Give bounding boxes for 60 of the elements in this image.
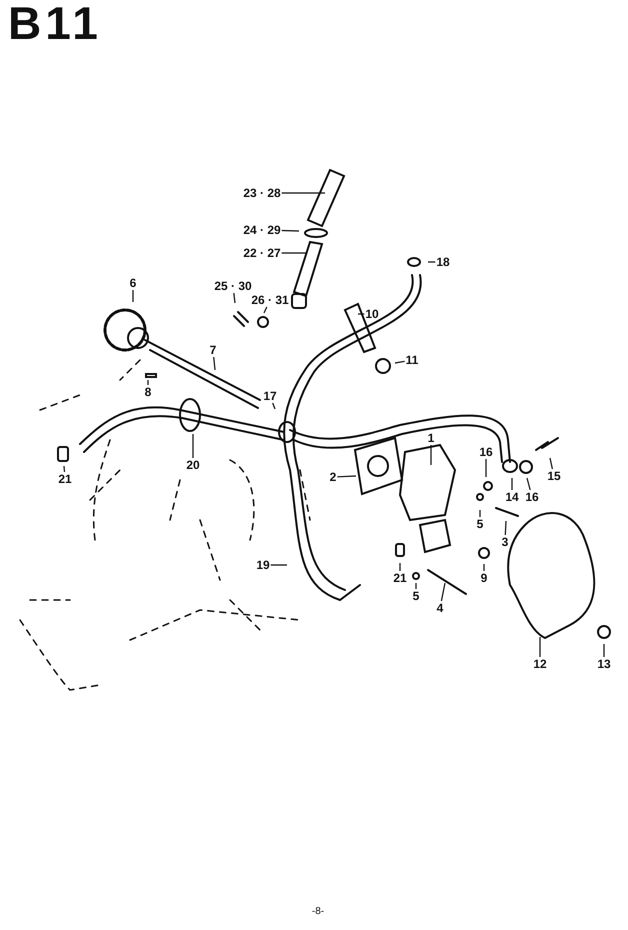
leader-line	[440, 582, 446, 602]
callout-number: 21	[57, 472, 73, 486]
callout-number: 26 · 31	[250, 293, 290, 307]
leader-line	[483, 564, 485, 571]
callout-number: 4	[436, 601, 444, 615]
callout-number: 11	[404, 353, 420, 367]
leader-line	[282, 252, 306, 254]
leader-line	[358, 313, 364, 315]
page-number: -8-	[312, 906, 324, 917]
callout-number: 21	[392, 571, 408, 585]
leader-line	[233, 292, 236, 304]
leader-line	[504, 520, 507, 536]
leader-line	[337, 475, 356, 478]
callout-number: 3	[500, 535, 510, 549]
callout-number: 5	[412, 589, 420, 603]
callout-number: 16	[524, 490, 540, 504]
callout-number: 10	[364, 307, 380, 321]
callout-number: 16	[478, 445, 494, 459]
leader-line	[479, 510, 481, 517]
callout-number: 12	[532, 657, 548, 671]
callout-number: 18	[435, 255, 451, 269]
leader-line	[539, 637, 541, 657]
callout-number: 14	[504, 490, 520, 504]
callout-number: 17	[262, 389, 278, 403]
callout-number: 2	[328, 470, 338, 484]
callout-number: 5	[476, 517, 484, 531]
callout-number: 8	[144, 385, 152, 399]
page-heading: B11	[8, 0, 102, 46]
leader-line	[192, 434, 194, 458]
callout-number: 20	[185, 458, 201, 472]
leader-line	[485, 459, 487, 477]
leader-line	[263, 306, 268, 314]
leader-line	[213, 356, 216, 370]
callout-number: 1	[426, 431, 436, 445]
leader-line	[511, 478, 513, 490]
leader-line	[415, 583, 417, 589]
callout-number: 25 · 30	[213, 279, 253, 293]
leader-line	[282, 192, 325, 194]
leader-line	[282, 230, 300, 232]
leader-line	[430, 445, 432, 465]
callout-number: 13	[596, 657, 612, 671]
callout-number: 7	[208, 343, 218, 357]
callout-number: 15	[546, 469, 562, 483]
leader-line	[603, 644, 605, 657]
callout-number: 9	[480, 571, 488, 585]
callout-number: 24 · 29	[242, 223, 282, 237]
leader-line	[399, 563, 401, 571]
leader-line	[394, 360, 405, 364]
leader-line	[549, 458, 553, 470]
callout-number: 19	[255, 558, 271, 572]
callout-number: 23 · 28	[242, 186, 282, 200]
leader-line	[272, 402, 276, 410]
callout-number: 22 · 27	[242, 246, 282, 260]
leader-line	[63, 466, 66, 472]
leader-line	[147, 380, 149, 385]
leader-line	[526, 478, 531, 490]
leader-line	[428, 261, 436, 263]
callout-number: 6	[128, 276, 138, 290]
leader-line	[132, 290, 134, 302]
leader-line	[270, 564, 287, 566]
